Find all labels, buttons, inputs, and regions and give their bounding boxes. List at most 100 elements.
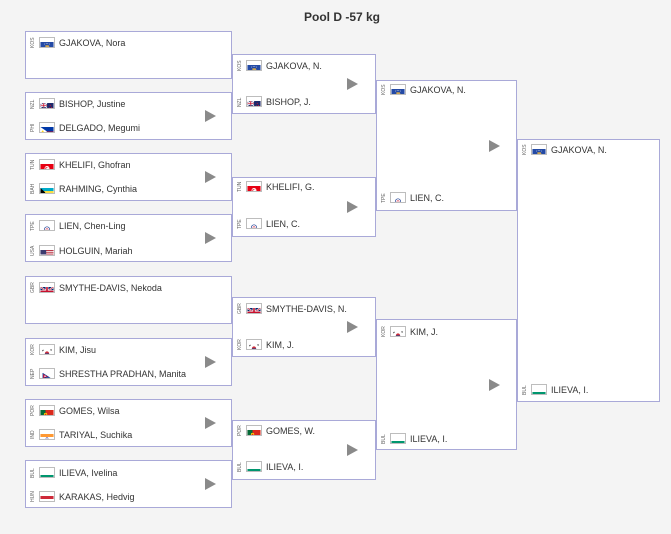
athlete-entry[interactable]: TUN KHELIFI, Ghofran	[29, 158, 209, 172]
athlete-name[interactable]: KARAKAS, Hedvig	[59, 492, 135, 502]
play-icon[interactable]	[347, 321, 358, 333]
athlete-name[interactable]: TARIYAL, Suchika	[59, 430, 133, 440]
athlete-name[interactable]: BISHOP, J.	[266, 97, 311, 107]
athlete-name[interactable]: KIM, J.	[266, 340, 295, 350]
country-code: BAH	[30, 183, 36, 195]
country-code: IND	[30, 430, 36, 440]
athlete-entry[interactable]: KOR KIM, J.	[236, 338, 416, 352]
country-code: TUN	[237, 181, 243, 193]
athlete-entry[interactable]: TPE LIEN, Chen-Ling	[29, 219, 209, 233]
athlete-name[interactable]: ILIEVA, I.	[551, 385, 589, 395]
country-code: TUN	[30, 159, 36, 171]
round1-match[interactable]	[25, 153, 232, 201]
athlete-name[interactable]: LIEN, C.	[410, 193, 445, 203]
play-icon[interactable]	[205, 356, 216, 368]
athlete-name[interactable]: SHRESTHA PRADHAN, Manita	[59, 369, 187, 379]
athlete-name[interactable]: LIEN, Chen-Ling	[59, 221, 126, 231]
country-code: TPE	[237, 219, 243, 229]
athlete-entry[interactable]: TPE LIEN, C.	[236, 217, 416, 231]
round1-match[interactable]	[25, 399, 232, 447]
korea-flag-icon	[390, 326, 406, 337]
play-icon[interactable]	[347, 201, 358, 213]
athlete-name[interactable]: HOLGUIN, Mariah	[59, 246, 133, 256]
athlete-name[interactable]: ILIEVA, I.	[410, 434, 448, 444]
athlete-name[interactable]: ILIEVA, I.	[266, 462, 304, 472]
play-icon[interactable]	[205, 232, 216, 244]
athlete-name[interactable]: GJAKOVA, N.	[266, 61, 322, 71]
athlete-name[interactable]: GJAKOVA, Nora	[59, 38, 126, 48]
country-code: BUL	[30, 468, 36, 478]
play-icon[interactable]	[347, 78, 358, 90]
athlete-name[interactable]: GOMES, W.	[266, 426, 316, 436]
athlete-entry[interactable]: GBR SMYTHE-DAVIS, N.	[236, 302, 416, 316]
round1-match[interactable]	[25, 338, 232, 386]
athlete-name[interactable]: KHELIFI, G.	[266, 182, 315, 192]
round1-match[interactable]	[25, 92, 232, 140]
athlete-name[interactable]: SMYTHE-DAVIS, N.	[266, 304, 347, 314]
chinese-taipei-flag-icon	[246, 218, 262, 229]
athlete-name[interactable]: LIEN, C.	[266, 219, 301, 229]
athlete-entry[interactable]: BAH RAHMING, Cynthia	[29, 182, 209, 196]
athlete-name[interactable]: KHELIFI, Ghofran	[59, 160, 131, 170]
athlete-name[interactable]: KIM, Jisu	[59, 345, 97, 355]
play-icon[interactable]	[205, 417, 216, 429]
athlete-name[interactable]: GJAKOVA, N.	[551, 145, 607, 155]
athlete-entry[interactable]: TUN KHELIFI, G.	[236, 180, 416, 194]
play-icon[interactable]	[205, 171, 216, 183]
athlete-entry[interactable]: NEP SHRESTHA PRADHAN, Manita	[29, 367, 209, 381]
athlete-name[interactable]: SMYTHE-DAVIS, Nekoda	[59, 283, 162, 293]
athlete-name[interactable]: DELGADO, Megumi	[59, 123, 141, 133]
chinese-taipei-flag-icon	[39, 220, 55, 231]
play-icon[interactable]	[205, 478, 216, 490]
play-icon[interactable]	[489, 139, 500, 152]
country-code: BUL	[237, 462, 243, 472]
new-zealand-flag-icon	[39, 98, 55, 109]
athlete-name[interactable]: KIM, J.	[410, 327, 439, 337]
country-code: TPE	[30, 221, 36, 231]
play-icon[interactable]	[205, 110, 216, 122]
portugal-flag-icon	[39, 405, 55, 416]
athlete-name[interactable]: BISHOP, Justine	[59, 99, 126, 109]
play-icon[interactable]	[347, 444, 358, 456]
country-code: GBR	[237, 303, 243, 315]
korea-flag-icon	[246, 339, 262, 350]
round1-match[interactable]	[25, 276, 232, 324]
round1-match[interactable]	[25, 460, 232, 508]
round1-match[interactable]	[25, 31, 232, 79]
final-match[interactable]	[517, 139, 660, 402]
play-icon[interactable]	[489, 378, 500, 391]
india-flag-icon	[39, 429, 55, 440]
athlete-name[interactable]: ILIEVA, Ivelina	[59, 468, 118, 478]
round1-match[interactable]	[25, 214, 232, 262]
bulgaria-flag-icon	[531, 384, 547, 395]
athlete-name[interactable]: RAHMING, Cynthia	[59, 184, 138, 194]
country-code: KOR	[237, 339, 243, 351]
athlete-entry[interactable]: BUL ILIEVA, I.	[236, 460, 416, 474]
korea-flag-icon	[39, 344, 55, 355]
athlete-name[interactable]: GOMES, Wilsa	[59, 406, 120, 416]
country-code: NEP	[30, 368, 36, 380]
athlete-entry[interactable]: IND TARIYAL, Suchika	[29, 428, 209, 442]
athlete-entry[interactable]: BUL ILIEVA, Ivelina	[29, 466, 209, 480]
bahamas-flag-icon	[39, 183, 55, 194]
round3-match[interactable]	[376, 80, 517, 211]
athlete-name[interactable]: GJAKOVA, N.	[410, 85, 466, 95]
kosovo-flag-icon	[390, 84, 406, 95]
